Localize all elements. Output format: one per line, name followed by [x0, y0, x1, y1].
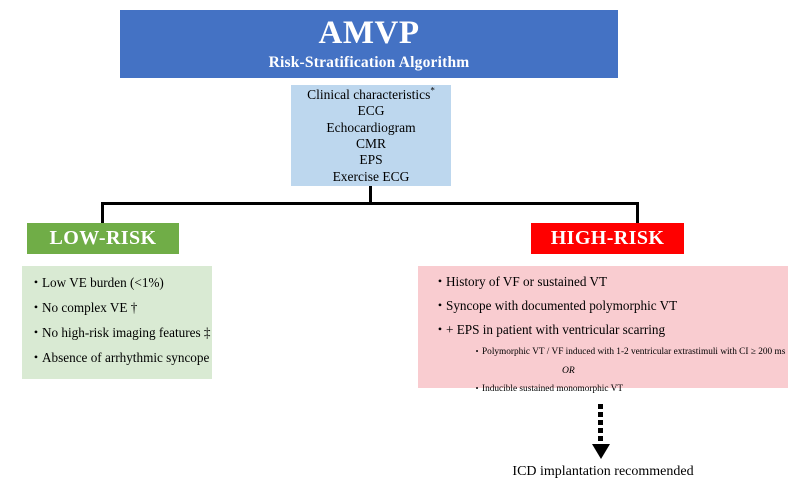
clinical-line-2: Echocardiogram — [326, 119, 416, 135]
low-risk-header: LOW-RISK — [27, 223, 179, 254]
bullet-icon: • — [33, 350, 39, 364]
high-risk-criterion-2: + EPS in patient with ventricular scarri… — [446, 322, 666, 337]
high-risk-header-label: HIGH-RISK — [550, 227, 665, 249]
clinical-line-1: ECG — [357, 103, 385, 119]
connector-drop-left — [101, 202, 104, 225]
bullet-icon: • — [475, 347, 479, 356]
connector-stem-top — [369, 186, 372, 204]
clinical-line-4: EPS — [359, 152, 383, 168]
list-item: • + EPS in patient with ventricular scar… — [424, 322, 782, 337]
low-risk-criterion-2: No high-risk imaging features ‡ — [42, 325, 211, 340]
clinical-line-0-text: Clinical characteristics — [307, 87, 431, 103]
low-risk-criterion-1: No complex VE † — [42, 300, 138, 315]
low-risk-criteria-box: • Low VE burden (<1%) • No complex VE † … — [22, 266, 212, 379]
list-item: • No high-risk imaging features ‡ — [30, 325, 211, 340]
clinical-characteristics-box: Clinical characteristics* ECG Echocardio… — [291, 85, 451, 186]
connector-horizontal-bar — [101, 202, 639, 205]
list-item: • Low VE burden (<1%) — [30, 275, 204, 290]
bullet-icon: • — [33, 325, 39, 339]
clinical-line-3: CMR — [355, 136, 386, 151]
high-risk-header: HIGH-RISK — [531, 223, 684, 254]
page-title: AMVP — [318, 14, 420, 51]
high-risk-sub-criterion-1: Inducible sustained monomorphic VT — [482, 384, 624, 394]
page-subtitle: Risk-Stratification Algorithm — [268, 54, 470, 72]
list-item: • Inducible sustained monomorphic VT — [424, 383, 782, 395]
list-item: • History of VF or sustained VT — [424, 274, 782, 289]
asterisk-marker: * — [430, 85, 435, 96]
low-risk-criterion-3: Absence of arrhythmic syncope — [42, 350, 210, 365]
bullet-icon: • — [437, 274, 443, 288]
list-item: • Polymorphic VT / VF induced with 1-2 v… — [424, 346, 786, 358]
dotted-arrow-shaft — [598, 404, 603, 448]
high-risk-sub-criterion-0: Polymorphic VT / VF induced with 1-2 ven… — [482, 347, 786, 357]
arrow-head-icon — [592, 444, 610, 459]
high-risk-criteria-box: • History of VF or sustained VT • Syncop… — [418, 266, 788, 394]
bullet-icon: • — [437, 322, 443, 336]
clinical-line-0: Clinical characteristics* — [307, 85, 435, 103]
low-risk-criterion-0: Low VE burden (<1%) — [42, 275, 164, 290]
list-item: • Syncope with documented polymorphic VT — [424, 298, 782, 313]
bullet-icon: • — [33, 300, 39, 314]
high-risk-criterion-0: History of VF or sustained VT — [446, 274, 608, 289]
list-item: • No complex VE † — [30, 300, 204, 315]
low-risk-header-label: LOW-RISK — [49, 227, 157, 249]
bullet-icon: • — [475, 384, 479, 393]
outcome-label: ICD implantation recommended — [512, 464, 694, 479]
list-item: • Absence of arrhythmic syncope — [30, 350, 209, 365]
clinical-line-5: Exercise ECG — [332, 168, 410, 184]
title-banner: AMVP Risk-Stratification Algorithm — [120, 10, 618, 78]
or-connector-label: OR — [562, 365, 575, 376]
bullet-icon: • — [437, 298, 443, 312]
connector-drop-right — [636, 202, 639, 225]
bullet-icon: • — [33, 275, 39, 289]
high-risk-criterion-1: Syncope with documented polymorphic VT — [446, 298, 678, 313]
